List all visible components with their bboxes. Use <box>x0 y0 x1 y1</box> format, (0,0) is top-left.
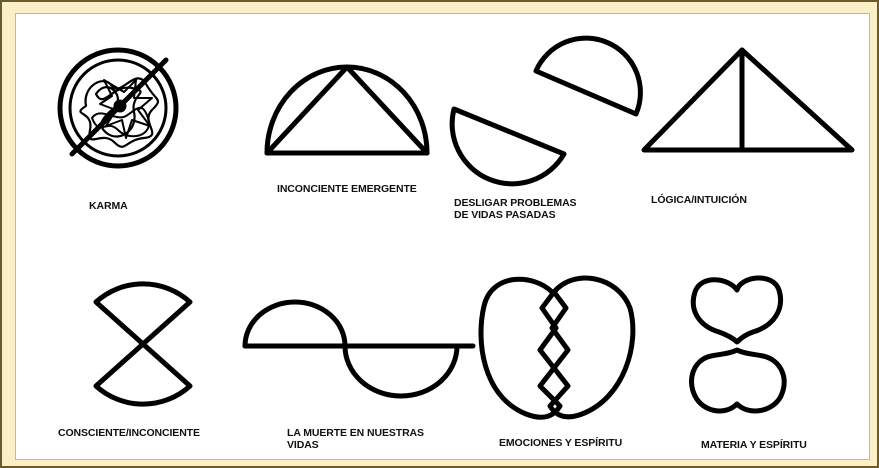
consciente-inconciente-label: CONSCIENTE/INCONCIENTE <box>58 427 200 439</box>
la-muerte-symbol <box>242 299 476 399</box>
karma-label: KARMA <box>89 200 128 212</box>
emociones-espiritu-label: EMOCIONES Y ESPÍRITU <box>499 437 623 449</box>
desligar-problemas-symbol <box>449 35 643 187</box>
logica-intuicion-symbol <box>641 47 855 153</box>
symbols-panel: KARMA INCONCIENTE EMERGENTE DESLIGAR PRO… <box>15 13 870 460</box>
inconciente-emergente-label: INCONCIENTE EMERGENTE <box>277 183 417 195</box>
inconciente-emergente-symbol <box>264 64 430 156</box>
materia-espiritu-symbol <box>689 275 787 414</box>
materia-espiritu-label: MATERIA Y ESPÍRITU <box>701 439 807 451</box>
consciente-inconciente-symbol <box>93 281 193 407</box>
karma-symbol <box>57 47 179 169</box>
la-muerte-label: LA MUERTE EN NUESTRAS VIDAS <box>287 427 424 451</box>
desligar-problemas-label: DESLIGAR PROBLEMAS DE VIDAS PASADAS <box>454 197 577 221</box>
logica-intuicion-label: LÓGICA/INTUICIÓN <box>651 194 747 206</box>
emociones-espiritu-symbol <box>478 275 636 420</box>
